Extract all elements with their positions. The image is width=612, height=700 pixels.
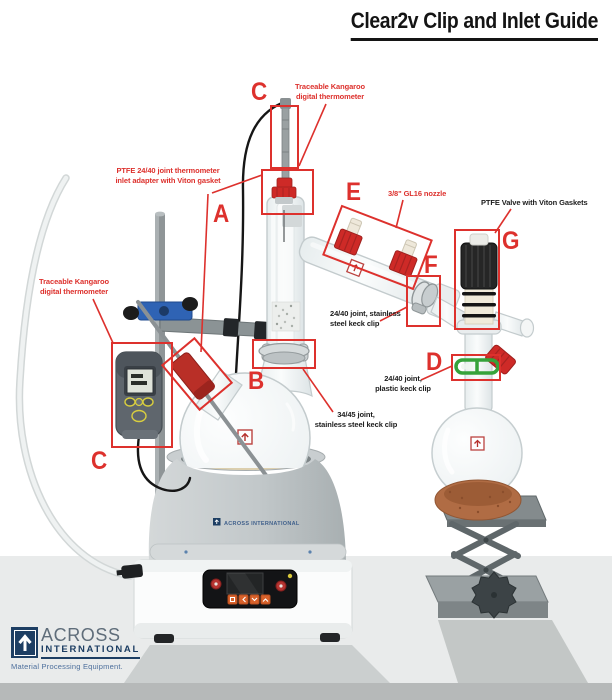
power-cable: [15, 174, 134, 580]
logo-square: [11, 627, 38, 658]
ptfe-inlet-adapter: [171, 352, 215, 400]
probe-cable-top: [233, 99, 289, 395]
callout-box-a: [261, 169, 314, 215]
callout-c-top-label: Traceable Kangaroo digital thermometer: [295, 82, 365, 101]
callout-b-letter: B: [248, 367, 265, 395]
callout-g-letter: G: [502, 227, 520, 255]
callout-g-label: PTFE Valve with Viton Gaskets: [481, 198, 588, 207]
handheld-thermometer: [115, 351, 192, 492]
callout-box-f: [406, 275, 441, 327]
across-logo-icon: [213, 518, 221, 526]
keck-clip-stainless-b: [258, 342, 310, 365]
logo-word: ACROSS: [41, 625, 121, 645]
callout-a-label: PTFE 24/40 joint thermometer inlet adapt…: [115, 166, 221, 185]
base-foot: [154, 634, 174, 643]
clamp-knob: [123, 306, 139, 320]
callout-d-letter: D: [426, 348, 443, 376]
page-title-text: Clear2v Clip and Inlet Guide: [350, 8, 598, 41]
device-cable: [136, 434, 192, 492]
callout-box-e: [322, 204, 433, 291]
cork-ring: [434, 479, 522, 521]
callout-e-label: 3/8" GL16 nozzle: [388, 189, 447, 198]
page-title: Clear2v Clip and Inlet Guide: [350, 8, 598, 41]
power-plug: [116, 564, 143, 579]
callout-f-label: 24/40 joint, stainless steel keck clip: [330, 309, 401, 328]
inlet-adapter-cap: [271, 186, 297, 199]
clamp-assembly: [123, 297, 272, 341]
panel-indicator: [287, 573, 293, 579]
control-panel: [202, 569, 298, 609]
logo-word2: INTERNATIONAL: [41, 644, 140, 659]
callout-e-letter: E: [346, 178, 362, 206]
logo-tagline: Material Processing Equipment.: [11, 662, 123, 671]
stirrer-base: [116, 559, 353, 643]
callout-box-c-top: [270, 105, 299, 169]
callout-f-letter: F: [424, 251, 438, 279]
device-pad[interactable]: [131, 409, 147, 423]
across-international-logo: ACROSS INTERNATIONAL Material Processing…: [11, 625, 140, 671]
device-button[interactable]: [134, 397, 144, 407]
callout-d-label: 24/40 joint, plastic keck clip: [375, 374, 431, 393]
up-arrow-icon: [17, 634, 32, 651]
mantle-dome: ACROSS INTERNATIONAL: [148, 459, 347, 562]
floor-edge-band: [0, 683, 612, 700]
callout-overlays: [92, 103, 512, 448]
receiving-flask: [431, 407, 523, 499]
probe-connector: [280, 98, 291, 109]
callout-c-top-letter: C: [251, 78, 268, 106]
panel-button-power[interactable]: [227, 594, 238, 605]
callout-box-b: [252, 339, 316, 369]
callout-c-left-label: Traceable Kangaroo digital thermometer: [39, 277, 109, 296]
callout-b-label: 34/45 joint, stainless steel keck clip: [314, 410, 398, 429]
jack-shadow: [438, 620, 588, 683]
column-packing: [271, 301, 301, 332]
clamp-knob: [182, 297, 198, 311]
ptfe-valve: [460, 233, 498, 325]
base-foot: [320, 633, 340, 642]
keck-clip-stainless-f: [411, 281, 439, 315]
across-logo-icon: [470, 436, 485, 451]
callout-box-d: [451, 354, 501, 381]
callout-c-left-letter: C: [91, 447, 108, 475]
callout-box-c-left: [111, 342, 173, 448]
inlet-adapter-cap-small: [276, 177, 293, 189]
mantle-brand-label: ACROSS INTERNATIONAL: [224, 521, 300, 527]
panel-display: [226, 572, 264, 595]
mantle-shadow: [124, 645, 390, 683]
device-button[interactable]: [142, 397, 154, 407]
leader-lines: [92, 103, 512, 413]
panel-button-down[interactable]: [249, 594, 260, 605]
callout-box-g: [454, 229, 500, 330]
device-button[interactable]: [124, 397, 136, 407]
gl16-port: [388, 239, 418, 278]
keck-clip-plastic: [454, 358, 500, 375]
callout-a-letter: A: [213, 200, 230, 228]
gl16-port: [333, 217, 363, 256]
callout-box-inlet-holder: [160, 336, 234, 412]
